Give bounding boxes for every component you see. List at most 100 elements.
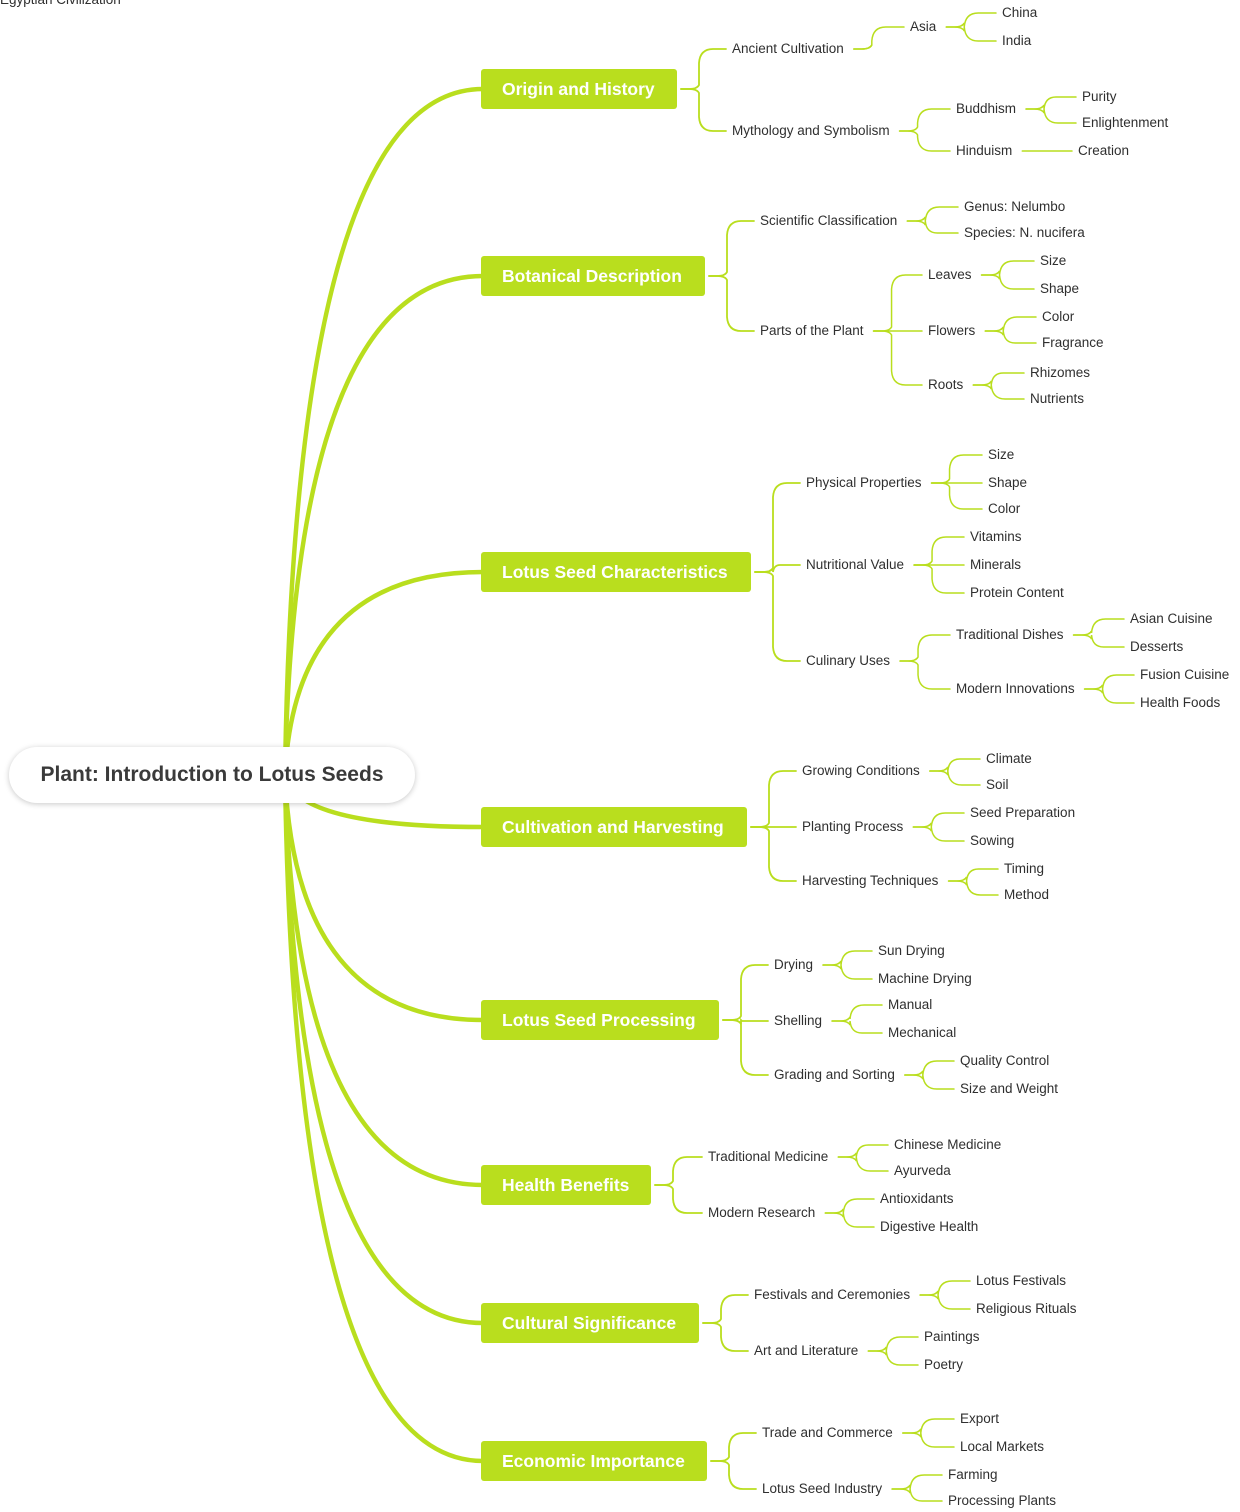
subtopic-item[interactable]: Poetry [924,1357,964,1372]
subtopic-item[interactable]: Protein Content [970,585,1064,600]
subtopic-item[interactable]: Color [988,501,1021,516]
detail-item[interactable]: China [1002,5,1038,20]
subtopic-item[interactable]: Mechanical [888,1025,957,1040]
detail-item[interactable]: Enlightenment [1082,115,1169,130]
subtopic[interactable]: Modern Research [708,1205,816,1220]
subtopic[interactable]: Growing Conditions [802,763,920,778]
subtopic-item[interactable]: Size [988,447,1015,462]
subtopic-item[interactable]: Local Markets [960,1439,1045,1454]
subtopic[interactable]: Mythology and Symbolism [732,123,890,138]
subtopic-item[interactable]: Asia [910,19,937,34]
branch-topic[interactable]: Economic Importance [481,1441,707,1481]
connector [680,88,727,132]
subtopic-item[interactable]: Chinese Medicine [894,1137,1002,1152]
subtopic-item[interactable]: Sun Drying [878,943,945,958]
branch-topic[interactable]: Origin and History [481,69,677,109]
subtopic-item[interactable]: Buddhism [956,101,1017,116]
connector [872,330,923,386]
detail-item[interactable]: Fragrance [1042,335,1104,350]
subtopic-item[interactable]: Method [1004,887,1050,902]
connector [822,950,873,966]
detail-item[interactable]: Health Foods [1140,695,1221,710]
connector [930,482,983,510]
detail-item[interactable]: Rhizomes [1030,365,1091,380]
detail-item[interactable]: Color [1042,309,1075,324]
subtopic-item[interactable]: Processing Plants [948,1493,1057,1508]
detail-item[interactable]: Purity [1082,89,1117,104]
root-topic[interactable]: Plant: Introduction to Lotus Seeds [9,747,415,803]
branch-topic[interactable]: Lotus Seed Characteristics [481,552,751,592]
subtopic[interactable]: Nutritional Value [806,557,905,572]
connector [912,812,965,828]
subtopic-item[interactable]: Hinduism [956,143,1013,158]
subtopic-item[interactable]: Lotus Festivals [976,1273,1067,1288]
branch-topic[interactable]: Health Benefits [481,1165,651,1205]
subtopic-item[interactable]: Genus: Nelumbo [964,199,1066,214]
subtopic[interactable]: Harvesting Techniques [802,873,939,888]
subtopic[interactable]: Parts of the Plant [760,323,864,338]
branch-topic[interactable]: Cultivation and Harvesting [481,807,747,847]
subtopic-item[interactable]: Egyptian Civilization [0,0,121,10]
subtopic-item[interactable]: Size and Weight [960,1081,1059,1096]
detail-item[interactable]: Size [1040,253,1067,268]
subtopic-item[interactable]: Farming [948,1467,998,1482]
subtopic-item[interactable]: Species: N. nucifera [964,225,1085,240]
detail-item[interactable]: Nutrients [1030,391,1085,406]
subtopic-item[interactable]: Shape [988,475,1028,490]
connector [891,1474,943,1490]
subtopic-item[interactable]: Roots [928,377,964,392]
subtopic[interactable]: Traditional Medicine [708,1149,829,1164]
connector [824,1198,875,1214]
connector [1072,634,1125,648]
subtopic[interactable]: Grading and Sorting [774,1067,895,1082]
subtopic[interactable]: Shelling [774,1013,823,1028]
subtopic-item[interactable]: Sowing [970,833,1015,848]
connector [867,1336,919,1352]
subtopic[interactable]: Festivals and Ceremonies [754,1287,911,1302]
subtopic[interactable]: Art and Literature [754,1343,859,1358]
connector [913,536,965,566]
subtopic-item[interactable]: Soil [986,777,1009,792]
subtopic-item[interactable]: Flowers [928,323,976,338]
branch-topic[interactable]: Botanical Description [481,256,705,296]
subtopic-item[interactable]: Traditional Dishes [956,627,1064,642]
detail-item[interactable]: India [1002,33,1032,48]
subtopic-item[interactable]: Quality Control [960,1053,1050,1068]
subtopic-item[interactable]: Leaves [928,267,972,282]
subtopic[interactable]: Culinary Uses [806,653,891,668]
connector [282,86,486,778]
detail-item[interactable]: Desserts [1130,639,1184,654]
subtopic-item[interactable]: Seed Preparation [970,805,1076,820]
subtopic-item[interactable]: Paintings [924,1329,980,1344]
subtopic-item[interactable]: Machine Drying [878,971,972,986]
subtopic-item[interactable]: Ayurveda [894,1163,951,1178]
connector [750,770,797,828]
subtopic-item[interactable]: Antioxidants [880,1191,954,1206]
subtopic-item[interactable]: Modern Innovations [956,681,1075,696]
subtopic[interactable]: Ancient Cultivation [732,41,844,56]
branch-topic[interactable]: Lotus Seed Processing [481,1000,719,1040]
subtopic[interactable]: Drying [774,957,814,972]
subtopic-item[interactable]: Religious Rituals [976,1301,1077,1316]
subtopic[interactable]: Planting Process [802,819,904,834]
detail-item[interactable]: Asian Cuisine [1130,611,1213,626]
subtopic-item[interactable]: Vitamins [970,529,1022,544]
connector [945,26,997,42]
subtopic-item[interactable]: Manual [888,997,933,1012]
subtopic-item[interactable]: Minerals [970,557,1022,572]
subtopic-item[interactable]: Timing [1004,861,1045,876]
subtopic-item[interactable]: Digestive Health [880,1219,979,1234]
connector [945,12,997,28]
connector [831,1004,883,1022]
detail-item[interactable]: Fusion Cuisine [1140,667,1230,682]
connector [904,1074,955,1090]
branch-topic[interactable]: Cultural Significance [481,1303,699,1343]
subtopic[interactable]: Physical Properties [806,475,922,490]
subtopic[interactable]: Scientific Classification [760,213,898,228]
detail-item[interactable]: Creation [1078,143,1130,158]
subtopic[interactable]: Trade and Commerce [762,1425,893,1440]
detail-item[interactable]: Shape [1040,281,1080,296]
subtopic-item[interactable]: Export [960,1411,1000,1426]
subtopic-item[interactable]: Climate [986,751,1032,766]
subtopic[interactable]: Lotus Seed Industry [762,1481,883,1496]
